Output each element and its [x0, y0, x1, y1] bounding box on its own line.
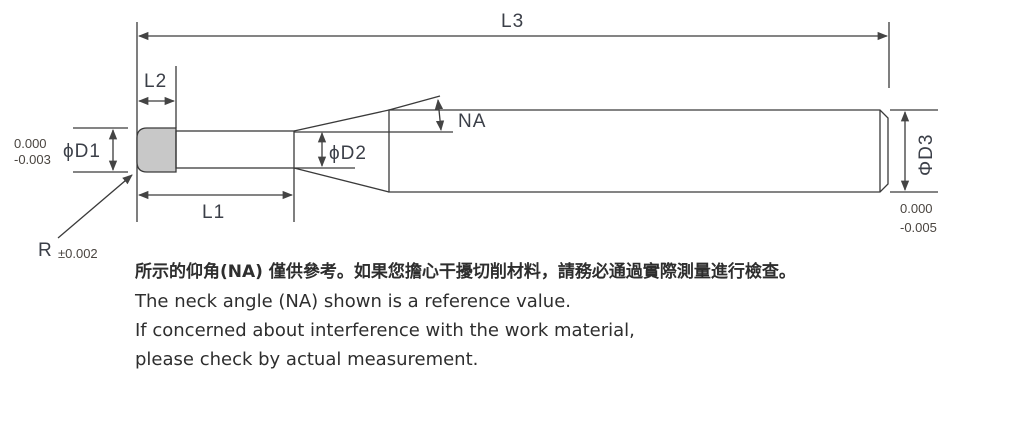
- d1-label: ϕD1: [63, 141, 101, 162]
- d2-label: ϕD2: [329, 143, 367, 164]
- tool-head: [136, 127, 177, 173]
- note-line-2: If concerned about interference with the…: [135, 320, 635, 341]
- d3-label: ΦD3: [916, 134, 937, 176]
- d3-lower-tolerance: -0.005: [900, 220, 937, 235]
- radius-label: R: [38, 240, 53, 261]
- na-angle-arrow: [434, 98, 445, 132]
- d1-lower-tolerance: -0.003: [14, 152, 51, 167]
- tool-neck: [175, 130, 295, 169]
- d1-upper-tolerance: 0.000: [14, 136, 47, 151]
- note-line-1: The neck angle (NA) shown is a reference…: [135, 291, 571, 312]
- note-chinese: 所示的仰角(NA) 僅供參考。如果您擔心干擾切削材料，請務必通過實際測量進行檢查…: [135, 262, 796, 282]
- radius-leader-arrow: [57, 174, 133, 239]
- taper-top: [293, 109, 390, 132]
- taper-bottom: [293, 167, 390, 193]
- note-line-3: please check by actual measurement.: [135, 349, 479, 370]
- taper-extension: [388, 95, 441, 111]
- l3-label: L3: [501, 11, 524, 32]
- l1-label: L1: [202, 202, 225, 223]
- d3-upper-tolerance: 0.000: [900, 201, 933, 216]
- na-label: NA: [458, 111, 486, 132]
- l2-label: L2: [144, 71, 167, 92]
- radius-tolerance: ±0.002: [58, 246, 98, 261]
- reference-notes: 所示的仰角(NA) 僅供參考。如果您擔心干擾切削材料，請務必通過實際測量進行檢查…: [135, 258, 796, 374]
